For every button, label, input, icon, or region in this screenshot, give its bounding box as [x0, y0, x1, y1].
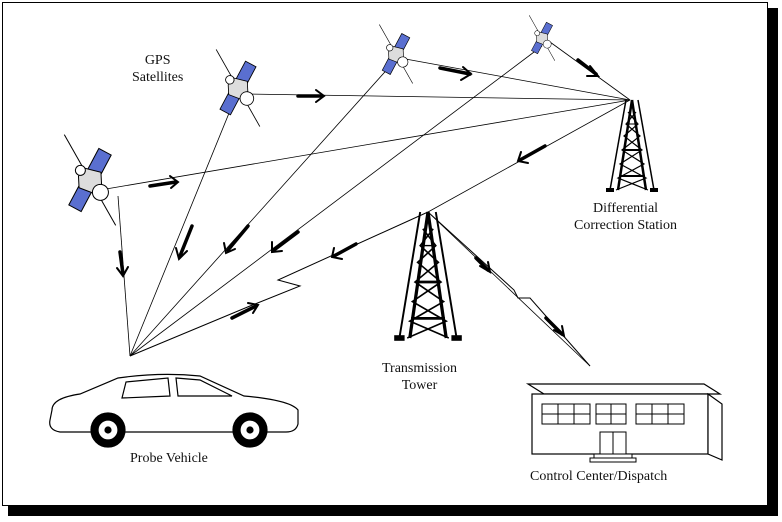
satellite-icon — [514, 13, 570, 63]
tower-label-line1: Transmission — [382, 361, 457, 376]
lightning-signal-icon — [129, 211, 429, 357]
tower-label-line2: Tower — [401, 378, 438, 393]
gps-label-line2: Satellites — [132, 70, 184, 85]
signal-lines — [105, 41, 631, 367]
satellite-icon — [191, 46, 285, 130]
station-label-line1: Differential — [593, 201, 659, 216]
gps-satellites-label: GPS Satellites — [132, 52, 183, 86]
satellite-icon — [360, 21, 432, 87]
radio-tower-icon — [604, 98, 660, 194]
gps-label-line1: GPS — [144, 53, 171, 68]
satellite-icon — [35, 130, 145, 230]
transmission-tower-label: Transmission Tower — [382, 360, 457, 394]
differential-station-label: Differential Correction Station — [574, 200, 677, 234]
signal-arrows — [116, 58, 601, 339]
car-icon — [49, 373, 299, 448]
station-label-line2: Correction Station — [574, 218, 678, 233]
radio-tower-icon — [392, 210, 464, 343]
probe-vehicle-label: Probe Vehicle — [130, 451, 208, 466]
building-icon — [525, 383, 723, 463]
control-center-label: Control Center/Dispatch — [530, 469, 668, 484]
